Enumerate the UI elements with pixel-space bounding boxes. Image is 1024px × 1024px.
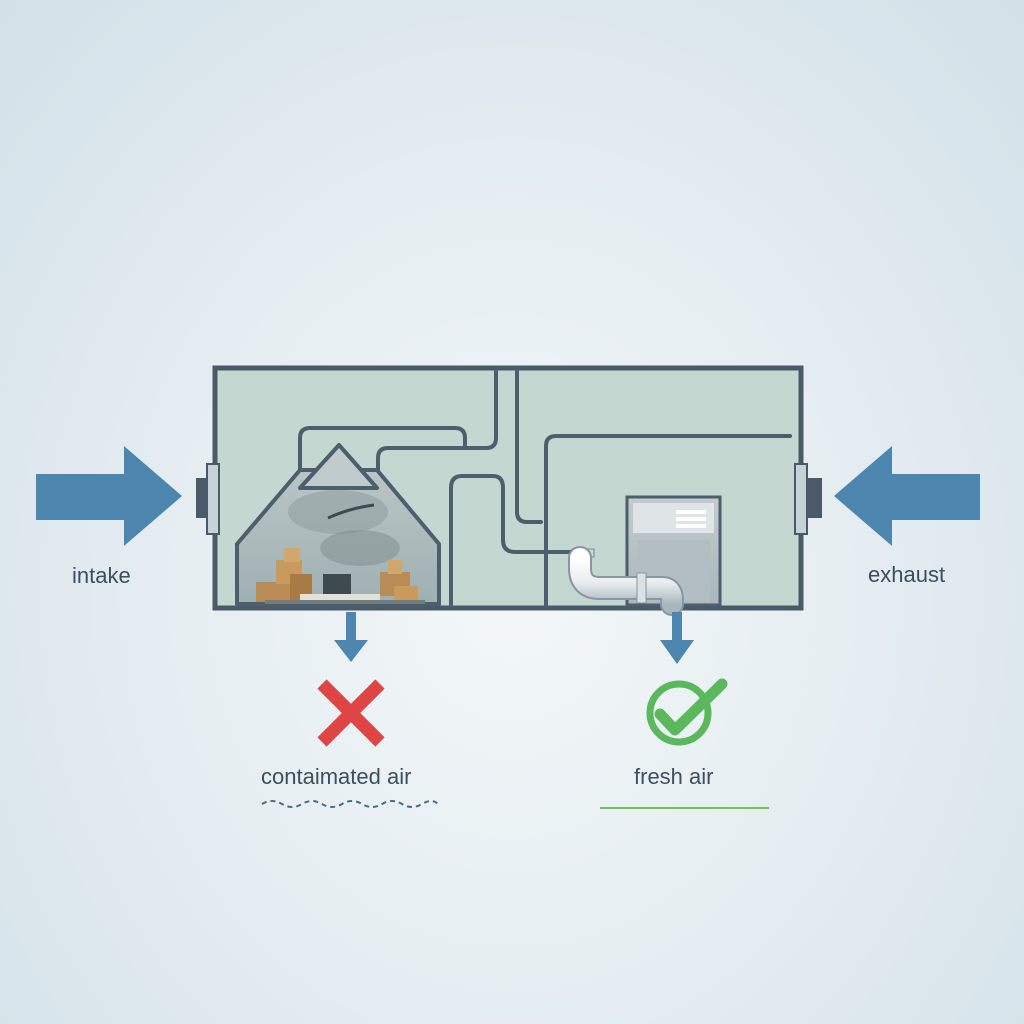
check-circle-icon: [646, 678, 728, 746]
contaminated-air-label: contaimated air: [261, 764, 412, 789]
contaminated-attic: [235, 443, 441, 606]
duct-pipes: [298, 368, 792, 608]
fresh-air-unit: [625, 495, 722, 607]
fresh-outflow-arrow: [660, 612, 694, 664]
exhaust-label: exhaust: [868, 562, 946, 587]
contaminated-underline: [261, 800, 439, 808]
intake-arrow: [36, 446, 182, 546]
exhaust-port: [794, 463, 822, 535]
x-mark-icon: [317, 679, 385, 747]
intake-label: intake: [72, 563, 131, 588]
fresh-air-label: fresh air: [634, 764, 714, 789]
white-pipe: [568, 546, 684, 616]
intake-port: [196, 463, 220, 535]
contaminated-outflow-arrow: [334, 612, 368, 662]
exhaust-arrow: [834, 446, 980, 546]
